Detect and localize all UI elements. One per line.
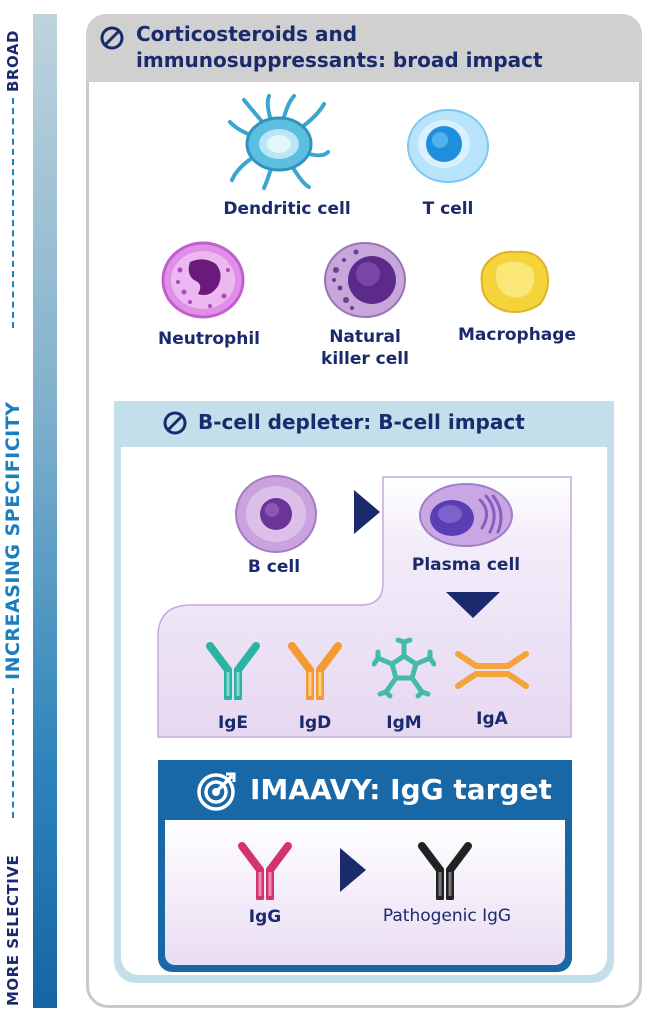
target-icon: [197, 772, 236, 811]
dendritic-cell-icon: [228, 94, 330, 190]
arrow-down-icon: [446, 592, 500, 618]
neutrophil-label: Neutrophil: [158, 329, 260, 349]
b-cell-depleter-title: B-cell depleter: B-cell impact: [198, 410, 525, 434]
ige-label: IgE: [217, 713, 249, 733]
axis-label-broad: BROAD: [4, 30, 22, 92]
b-cell-label: B cell: [247, 557, 301, 577]
specificity-gradient-bar: [33, 14, 57, 1008]
igg-antibody-icon: [238, 842, 292, 900]
neutrophil-icon: [161, 241, 245, 319]
igd-antibody-icon: [288, 642, 342, 700]
prohibit-icon: [163, 411, 187, 435]
igm-antibody-icon: [372, 637, 436, 699]
axis-label-increasing-specificity: INCREASING SPECIFICITY: [2, 401, 24, 680]
macrophage-label: Macrophage: [458, 325, 576, 345]
axis-dash-top: [12, 98, 14, 328]
macrophage-icon: [480, 250, 549, 313]
pathogenic-igg-icon: [418, 842, 472, 900]
natural-killer-cell-label: Natural killer cell: [321, 327, 409, 369]
igm-label: IgM: [386, 713, 422, 733]
broad-title-line1: Corticosteroids and: [136, 22, 358, 46]
ige-antibody-icon: [206, 642, 260, 700]
igd-label: IgD: [298, 713, 332, 733]
broad-title-line2: immunosuppressants: broad impact: [136, 48, 543, 72]
iga-label: IgA: [476, 709, 508, 729]
dendritic-cell-label: Dendritic cell: [223, 199, 351, 219]
b-cell-icon: [235, 475, 317, 553]
imaavy-title: IMAAVY: IgG target: [250, 773, 552, 806]
iga-antibody-icon: [455, 651, 529, 689]
plasma-cell-icon: [419, 483, 513, 547]
plasma-cell-label: Plasma cell: [411, 555, 521, 575]
broad-impact-header: [86, 14, 642, 82]
prohibit-icon: [100, 26, 124, 50]
arrow-right-icon: [354, 490, 380, 534]
pathogenic-igg-label: Pathogenic IgG: [382, 906, 512, 926]
axis-label-more-selective: MORE SELECTIVE: [4, 854, 22, 1006]
natural-killer-cell-icon: [324, 242, 406, 318]
axis-dash-bottom: [12, 688, 14, 818]
imaavy-body: [165, 820, 565, 965]
igg-label: IgG: [248, 907, 282, 927]
t-cell-icon: [407, 109, 489, 183]
arrow-right-icon: [340, 848, 366, 892]
t-cell-label: T cell: [422, 199, 474, 219]
b-cell-depleter-header: [114, 401, 614, 447]
